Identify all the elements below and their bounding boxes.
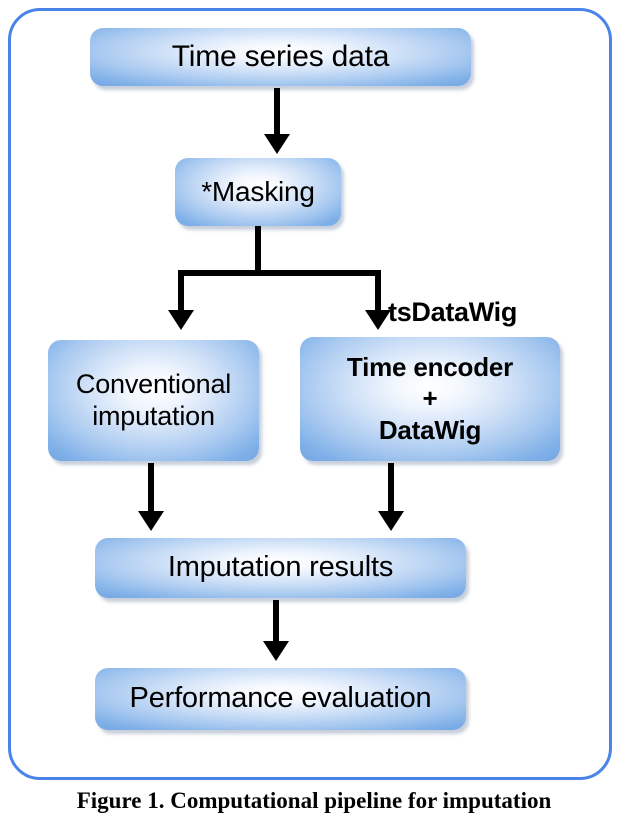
node-imputation-results-label: Imputation results — [167, 551, 394, 584]
node-time-encoder-datawig-label: Time encoder + DataWig — [346, 352, 514, 445]
arrowhead-masking-to-conventional — [168, 310, 194, 330]
connector-masking-left-branch — [178, 270, 184, 314]
arrowhead-tsdatawig-to-results — [378, 511, 404, 531]
connector-conventional-to-results — [148, 463, 154, 515]
node-conventional-imputation-label: Conventional imputation — [75, 368, 232, 431]
node-performance-evaluation-label: Performance evaluation — [129, 682, 432, 715]
node-time-series-data-label: Time series data — [171, 39, 390, 73]
node-masking-label: *Masking — [201, 175, 315, 207]
arrowhead-results-to-evaluation — [263, 641, 289, 661]
arrowhead-conventional-to-results — [138, 511, 164, 531]
connector-results-to-evaluation — [273, 600, 279, 644]
node-masking: *Masking — [175, 158, 341, 226]
arrowhead-series-to-masking — [264, 134, 290, 154]
connector-masking-right-branch — [375, 270, 381, 314]
connector-masking-split-bar — [178, 270, 381, 276]
connector-tsdatawig-to-results — [388, 463, 394, 515]
node-time-encoder-datawig: Time encoder + DataWig — [300, 337, 560, 461]
label-tsdatawig: tsDataWig — [388, 297, 518, 327]
node-time-series-data: Time series data — [90, 28, 471, 86]
figure-outer-frame — [8, 8, 612, 780]
node-conventional-imputation: Conventional imputation — [48, 340, 259, 461]
arrowhead-masking-to-tsdatawig — [365, 310, 391, 330]
connector-series-to-masking-stem — [274, 88, 280, 136]
figure-caption: Figure 1. Computational pipeline for imp… — [76, 788, 552, 813]
node-performance-evaluation: Performance evaluation — [95, 668, 466, 730]
node-imputation-results: Imputation results — [95, 538, 466, 598]
connector-masking-stem — [255, 226, 261, 274]
